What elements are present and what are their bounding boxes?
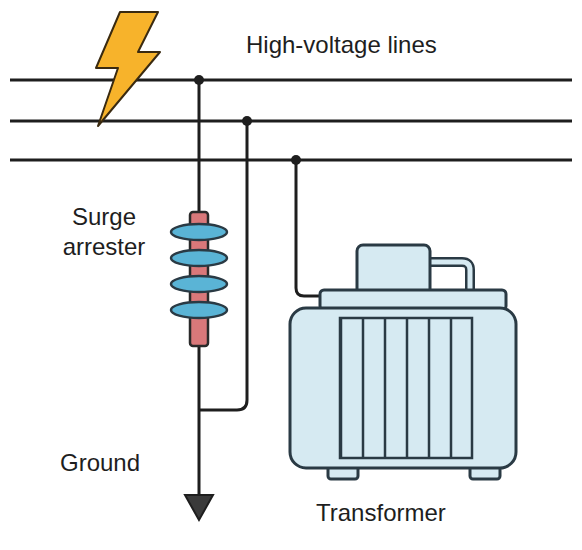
transformer-symbol bbox=[290, 245, 516, 479]
lightning-bolt bbox=[96, 12, 160, 126]
surge-arrester-symbol bbox=[171, 212, 227, 346]
power-lines bbox=[10, 80, 572, 160]
line-label: High-voltage lines bbox=[246, 30, 546, 60]
arrester-label: Surge arrester bbox=[44, 202, 164, 262]
junction-dots bbox=[194, 75, 301, 165]
ground-label: Ground bbox=[60, 448, 170, 478]
ground-symbol bbox=[185, 495, 213, 520]
transformer-label: Transformer bbox=[316, 498, 516, 528]
